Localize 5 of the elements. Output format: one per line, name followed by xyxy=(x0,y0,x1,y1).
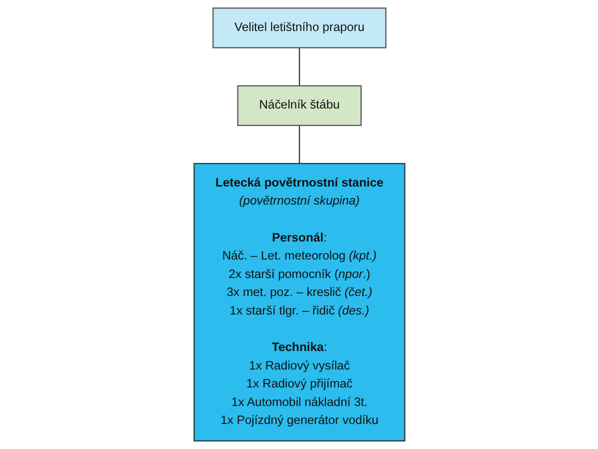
connector xyxy=(298,125,300,164)
node-box: Letecká povětrnostní stanice (povětrnostní skupina) Personál: Náč. – Let. meteorolog (kpt.) 2x starší pomocník (npor.) 3x met. poz. – kreslič (čet.) 1x starší tlgr. – řidič (des.) Technika: 1x Radiový vysílač 1x Radiový přijímač 1x Automobil nákladní 3t. 1x Pojízdný generátor vodíku xyxy=(193,162,405,442)
connector xyxy=(298,48,300,86)
node-box: Náčelník štábu xyxy=(236,85,362,126)
node-box: Velitel letištního praporu xyxy=(212,8,386,48)
